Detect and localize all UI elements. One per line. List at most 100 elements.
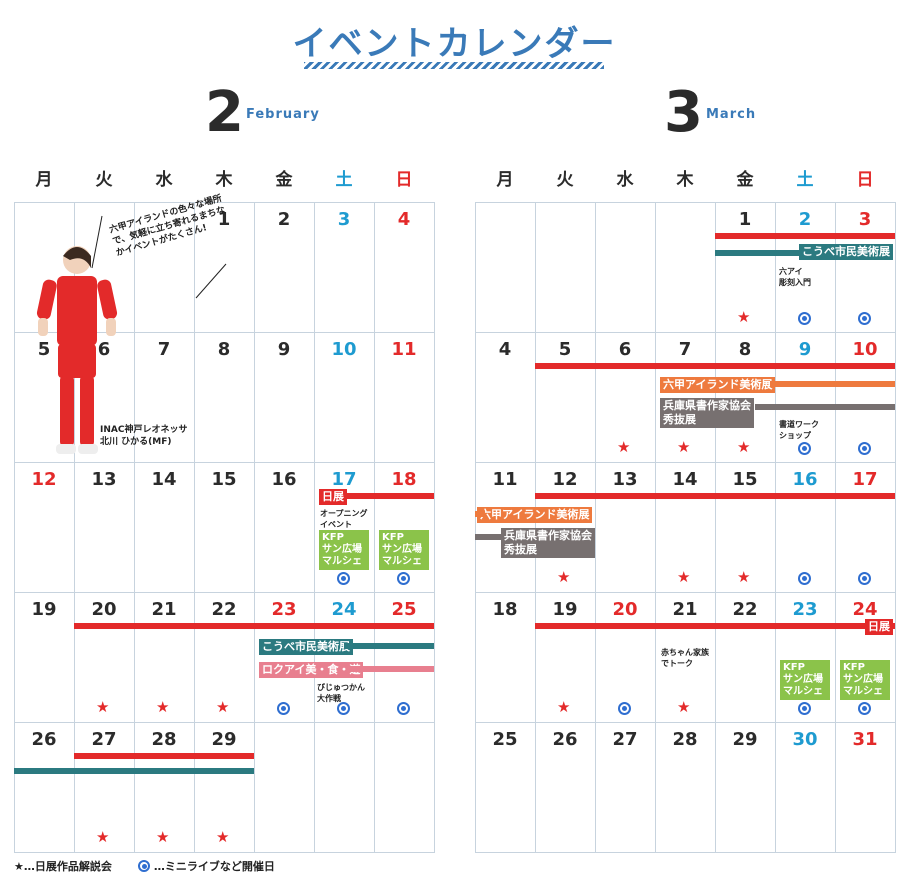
mini-live-icon bbox=[858, 572, 871, 585]
day-cell bbox=[315, 333, 375, 463]
day-cell bbox=[656, 463, 716, 593]
mini-live-icon bbox=[798, 702, 811, 715]
day-number: 19 bbox=[31, 599, 57, 620]
day-number: 12 bbox=[31, 469, 57, 490]
day-number: 9 bbox=[277, 339, 291, 360]
day-cell bbox=[656, 593, 716, 723]
day-cell bbox=[776, 463, 836, 593]
day-cell bbox=[315, 593, 375, 723]
day-cell bbox=[75, 593, 135, 723]
day-number: 22 bbox=[211, 599, 237, 620]
day-cell bbox=[656, 723, 716, 853]
opening-event-note: オープニングイベント bbox=[320, 508, 368, 530]
calendar-grid bbox=[475, 202, 896, 853]
day-cell bbox=[375, 203, 435, 333]
star-icon: ★ bbox=[216, 698, 230, 716]
day-number: 5 bbox=[37, 339, 51, 360]
mini-live-icon bbox=[277, 702, 290, 715]
day-number: 2 bbox=[277, 209, 291, 230]
day-number: 14 bbox=[672, 469, 698, 490]
kfp-line: サン広場 bbox=[843, 674, 883, 685]
rokko-art-bar bbox=[770, 381, 895, 387]
month-number-mar: 3 bbox=[664, 80, 703, 145]
kobe-art-label: こうべ市民美術展 bbox=[259, 639, 353, 655]
mini-live-icon bbox=[798, 442, 811, 455]
hyogo-shodo-label: 兵庫県書作家協会秀抜展 bbox=[660, 398, 754, 428]
kfp-line: KFP bbox=[843, 662, 865, 673]
kfp-line: KFP bbox=[382, 532, 404, 543]
rokko-art-label: 六甲アイランド美術展 bbox=[660, 377, 776, 393]
day-cell bbox=[375, 723, 435, 853]
day-number: 29 bbox=[732, 729, 758, 750]
day-cell bbox=[135, 593, 195, 723]
nitten-bar bbox=[74, 753, 254, 759]
weekday-3: 木 bbox=[215, 170, 233, 190]
hyogo-shodo-label: 兵庫県書作家協会秀抜展 bbox=[501, 528, 595, 558]
legend-star: ★…日展作品解説会 bbox=[14, 858, 112, 874]
star-icon: ★ bbox=[677, 438, 691, 456]
day-number: 18 bbox=[391, 469, 417, 490]
kobe-art-bar bbox=[715, 250, 805, 256]
day-number: 16 bbox=[271, 469, 297, 490]
mini-live-icon bbox=[858, 702, 871, 715]
weekday-3: 木 bbox=[676, 170, 694, 190]
day-cell bbox=[195, 463, 255, 593]
mini-live-icon bbox=[798, 312, 811, 325]
day-number: 5 bbox=[558, 339, 572, 360]
hyogo-line: 秀抜展 bbox=[663, 413, 696, 426]
day-cell bbox=[836, 203, 896, 333]
speech-line-left bbox=[91, 215, 103, 269]
weekday-4: 金 bbox=[275, 170, 293, 190]
day-number: 4 bbox=[397, 209, 411, 230]
day-cell bbox=[315, 203, 375, 333]
star-icon: ★ bbox=[737, 438, 751, 456]
weekday-5: 土 bbox=[335, 170, 353, 190]
mini-live-icon bbox=[337, 572, 350, 585]
mini-live-icon bbox=[337, 702, 350, 715]
bijutsu-note-line: びじゅつかん bbox=[317, 683, 365, 692]
day-number: 17 bbox=[331, 469, 357, 490]
day-cell bbox=[596, 723, 656, 853]
day-cell bbox=[75, 203, 135, 333]
star-icon: ★ bbox=[737, 568, 751, 586]
star-icon: ★ bbox=[737, 308, 751, 326]
kfp-line: KFP bbox=[783, 662, 805, 673]
day-cell bbox=[255, 333, 315, 463]
day-cell bbox=[255, 723, 315, 853]
day-number: 11 bbox=[492, 469, 518, 490]
day-cell bbox=[836, 593, 896, 723]
weekday-4: 金 bbox=[736, 170, 754, 190]
day-cell bbox=[776, 203, 836, 333]
bijutsu-note: びじゅつかん大作戦 bbox=[317, 682, 365, 704]
day-number: 26 bbox=[31, 729, 57, 750]
day-cell bbox=[716, 463, 776, 593]
weekday-2: 水 bbox=[616, 170, 634, 190]
hyogo-line: 秀抜展 bbox=[504, 543, 537, 556]
day-cell bbox=[315, 463, 375, 593]
day-cell bbox=[596, 203, 656, 333]
day-cell bbox=[536, 723, 596, 853]
day-cell bbox=[716, 723, 776, 853]
speech-line bbox=[195, 263, 227, 299]
day-number: 4 bbox=[498, 339, 512, 360]
day-number: 11 bbox=[391, 339, 417, 360]
day-cell bbox=[476, 203, 536, 333]
day-cell bbox=[536, 593, 596, 723]
day-number: 12 bbox=[552, 469, 578, 490]
day-number: 1 bbox=[217, 209, 231, 230]
rokko-art-bar bbox=[475, 511, 485, 517]
hyogo-line: 兵庫県書作家協会 bbox=[504, 529, 592, 542]
weekday-1: 火 bbox=[95, 170, 113, 190]
day-cell bbox=[75, 723, 135, 853]
kobe-art-bar bbox=[14, 768, 254, 774]
day-number: 8 bbox=[738, 339, 752, 360]
day-cell bbox=[195, 593, 255, 723]
rokuai-label: ロクアイ美・食・遊 bbox=[259, 662, 364, 678]
day-number: 23 bbox=[792, 599, 818, 620]
player-team: INAC神戸レオネッサ bbox=[100, 425, 188, 435]
hyogo-shodo-bar bbox=[475, 534, 501, 540]
star-icon: ★ bbox=[156, 698, 170, 716]
player-caption: INAC神戸レオネッサ 北川 ひかる(MF) bbox=[100, 424, 187, 448]
day-cell bbox=[255, 463, 315, 593]
